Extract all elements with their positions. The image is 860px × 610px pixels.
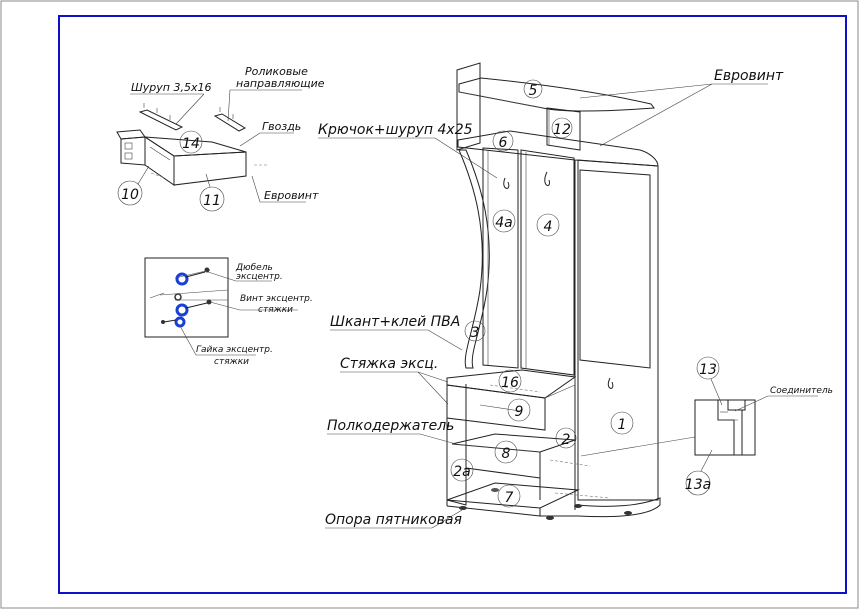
part-numbers-main: 5 12 6 4а 4 3 16 9 1 2 8 2а 7 — [450, 79, 634, 508]
part-number-9: 9 — [515, 404, 524, 420]
callout-leaders — [318, 83, 768, 529]
label-connector: Соединитель — [770, 386, 833, 396]
drawing-border — [58, 15, 847, 594]
drawer-detail — [116, 103, 268, 186]
drawer-detail-leaders — [130, 89, 306, 203]
part-number-10: 10 — [121, 187, 139, 203]
part-number-13a: 13а — [685, 477, 711, 493]
callout-shelf-holder: Полкодержатель — [327, 418, 454, 434]
eccentric-detail-leaders — [179, 270, 298, 356]
label-screw-3-5x16: Шуруп 3,5х16 — [131, 81, 211, 94]
part-number-8: 8 — [502, 446, 511, 462]
part-number-4a: 4а — [495, 215, 513, 231]
label-nail: Гвоздь — [262, 120, 301, 133]
part-number-12: 12 — [553, 122, 571, 138]
part-number-11: 11 — [203, 193, 221, 209]
label-eccentric-nut-1: Гайка эксцентр. — [196, 345, 273, 355]
part-number-13: 13 — [699, 362, 717, 378]
part-number-1: 1 — [618, 417, 627, 433]
callout-foot-support: Опора пятниковая — [325, 512, 462, 528]
part-number-5: 5 — [529, 83, 538, 99]
connector-detail — [694, 399, 756, 456]
label-roller-guides-2: направляющие — [236, 77, 325, 90]
part-number-16: 16 — [501, 375, 519, 391]
label-eccentric-screw-1: Винт эксцентр. — [240, 294, 313, 304]
eccentric-tie-detail — [144, 257, 229, 338]
callout-eccentric-tie: Стяжка эксц. — [340, 356, 438, 372]
label-eccentric-nut-2: стяжки — [214, 357, 249, 367]
label-eccentric-dowel-1: Дюбель — [235, 263, 273, 273]
label-eurovint-drawer: Евровинт — [264, 189, 319, 202]
part-number-7: 7 — [505, 490, 514, 506]
part-number-3: 3 — [471, 325, 480, 341]
part-number-2a: 2а — [453, 464, 471, 480]
hallway-unit — [446, 62, 661, 520]
label-eccentric-screw-2: стяжки — [258, 305, 293, 315]
label-roller-guides-1: Роликовые — [245, 65, 308, 78]
callout-dowel-glue: Шкант+клей ПВА — [330, 314, 460, 330]
label-eccentric-dowel-2: эксцентр. — [236, 272, 283, 282]
callout-hook-screw: Крючок+шуруп 4х25 — [318, 122, 473, 138]
callout-eurovint-top: Евровинт — [714, 68, 784, 84]
part-number-6: 6 — [499, 135, 508, 151]
part-number-4: 4 — [544, 219, 553, 235]
part-number-14: 14 — [182, 136, 200, 152]
part-number-2: 2 — [562, 432, 571, 448]
